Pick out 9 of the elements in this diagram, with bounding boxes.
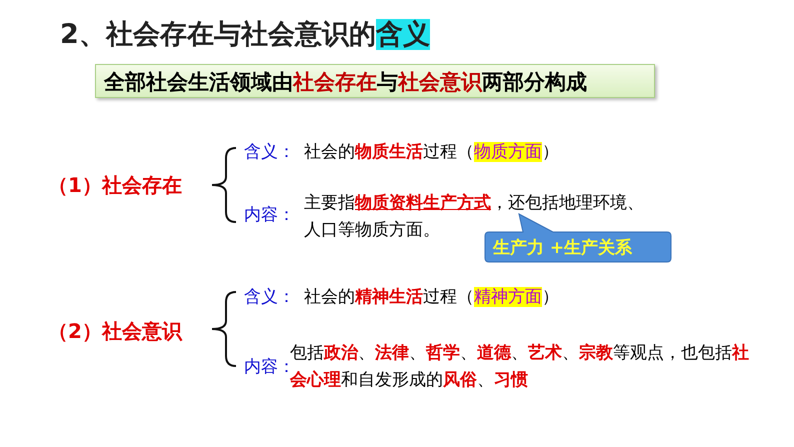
banner-box: 全部社会生活领域由社会存在与社会意识两部分构成: [95, 64, 655, 98]
term-label: 含义：: [244, 141, 295, 163]
definition-text: 社会的物质生活过程（物质方面）: [304, 141, 559, 163]
topic-heading: （1）社会存在: [48, 172, 182, 199]
term-label: 内容：: [244, 204, 295, 226]
topic-heading: （2）社会意识: [48, 318, 182, 345]
definition-text: 社会的精神生活过程（精神方面）: [304, 286, 559, 308]
term-label: 含义：: [244, 286, 295, 308]
callout-box: 生产力 +生产关系: [483, 212, 673, 264]
